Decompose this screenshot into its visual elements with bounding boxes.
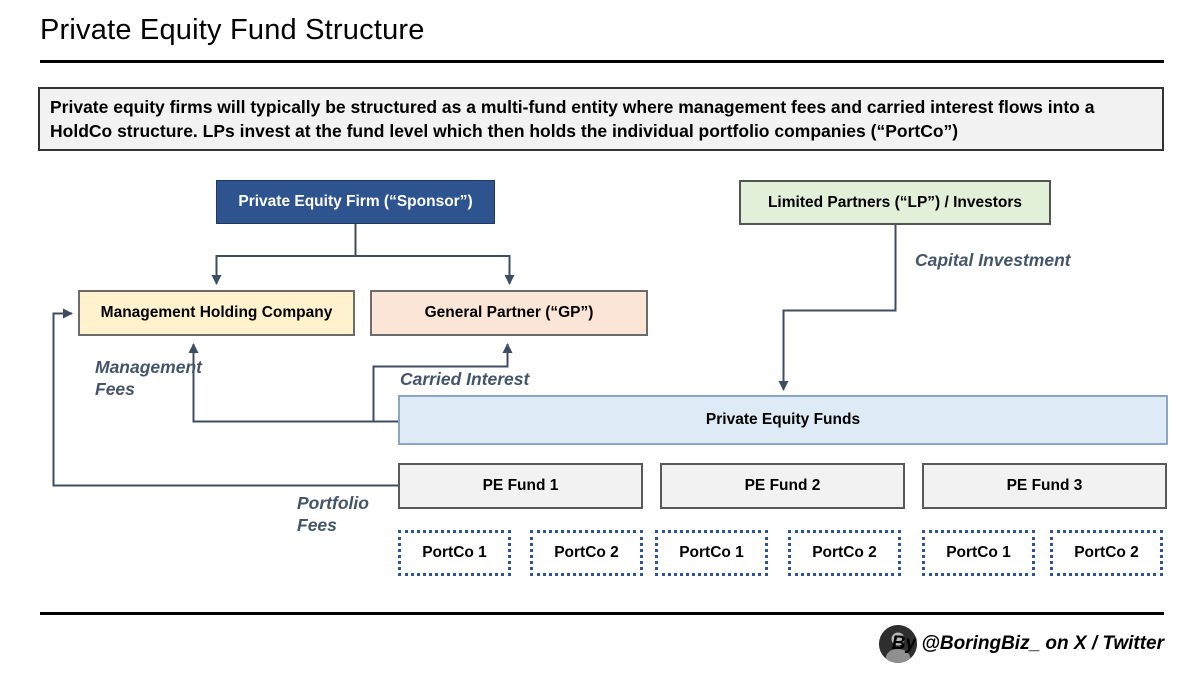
node-private-equity-firm-sponsor: Private Equity Firm (“Sponsor”) xyxy=(216,180,495,224)
node-label: PortCo 1 xyxy=(422,544,487,561)
node-label: Private Equity Firm (“Sponsor”) xyxy=(238,193,473,210)
node-label: PE Fund 1 xyxy=(482,477,559,494)
node-portco-fund1-2: PortCo 2 xyxy=(530,530,643,576)
page-title: Private Equity Fund Structure xyxy=(40,14,425,46)
node-pe-fund-3: PE Fund 3 xyxy=(922,463,1167,509)
node-management-holding-company: Management Holding Company xyxy=(78,290,355,336)
node-label: General Partner (“GP”) xyxy=(424,304,594,321)
description-box: Private equity firms will typically be s… xyxy=(38,87,1164,151)
node-label: PortCo 2 xyxy=(812,544,877,561)
label-portfolio-fees: Portfolio Fees xyxy=(297,493,369,535)
edge-funds-to-holdco-management-fees xyxy=(188,343,398,423)
title-divider xyxy=(40,60,1164,63)
node-portco-fund3-1: PortCo 1 xyxy=(922,530,1035,576)
node-portco-fund1-1: PortCo 1 xyxy=(398,530,511,576)
node-label: PortCo 2 xyxy=(1074,544,1139,561)
node-private-equity-funds: Private Equity Funds xyxy=(398,395,1168,445)
label-management-fees: Management Fees xyxy=(95,357,202,399)
node-label: PortCo 1 xyxy=(679,544,744,561)
person-avatar-icon xyxy=(879,625,917,663)
label-capital-investment: Capital Investment xyxy=(915,250,1071,270)
node-label: PortCo 1 xyxy=(946,544,1011,561)
author-credit: By @BoringBiz_ on X / Twitter xyxy=(891,633,1164,654)
edge-lp-to-funds xyxy=(778,225,897,391)
node-label: PortCo 2 xyxy=(554,544,619,561)
node-label: Management Holding Company xyxy=(100,304,333,321)
node-pe-fund-1: PE Fund 1 xyxy=(398,463,643,509)
node-limited-partners-investors: Limited Partners (“LP”) / Investors xyxy=(739,180,1051,225)
node-label: Private Equity Funds xyxy=(705,411,861,428)
node-general-partner-gp: General Partner (“GP”) xyxy=(370,290,648,336)
node-label: PE Fund 3 xyxy=(1006,477,1083,494)
author-avatar xyxy=(879,625,917,663)
description-text: Private equity firms will typically be s… xyxy=(50,96,1095,142)
node-portco-fund2-1: PortCo 1 xyxy=(655,530,768,576)
node-portco-fund2-2: PortCo 2 xyxy=(788,530,901,576)
label-carried-interest: Carried Interest xyxy=(400,369,530,389)
node-pe-fund-2: PE Fund 2 xyxy=(660,463,905,509)
footer-divider xyxy=(40,612,1164,615)
node-label: Limited Partners (“LP”) / Investors xyxy=(767,193,1023,211)
node-portco-fund3-2: PortCo 2 xyxy=(1050,530,1163,576)
node-label: PE Fund 2 xyxy=(744,477,821,494)
